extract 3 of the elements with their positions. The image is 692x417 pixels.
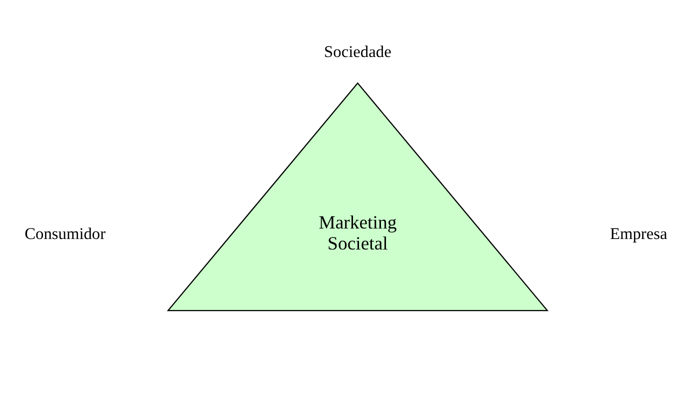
label: Sociedade	[324, 42, 392, 61]
label: Consumidor	[24, 224, 106, 243]
label: Empresa	[610, 224, 668, 243]
